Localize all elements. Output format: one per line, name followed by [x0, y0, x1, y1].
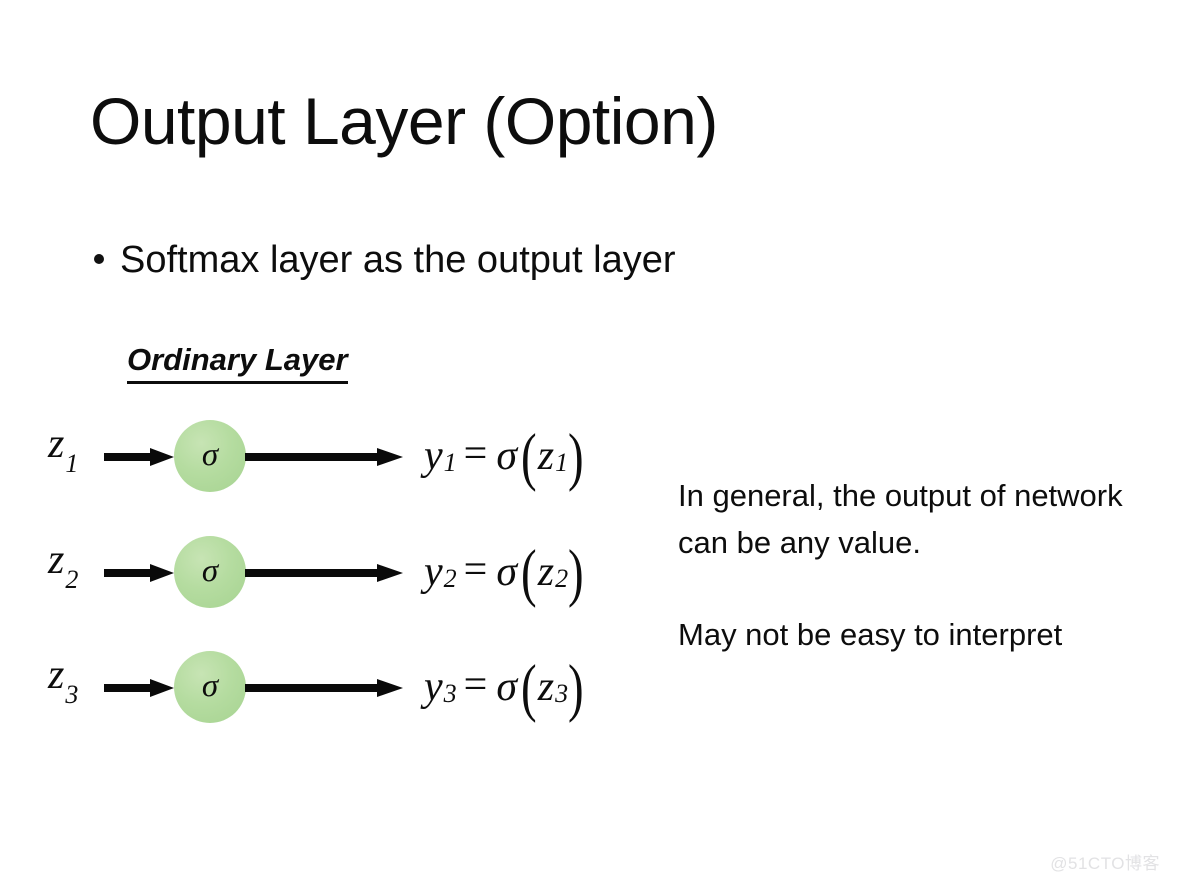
output-subscript: 1	[443, 447, 457, 477]
bullet-item-label: Softmax layer as the output layer	[120, 239, 676, 281]
equals-sign: =	[463, 431, 488, 477]
bullet-item: Softmax layer as the output layer	[94, 239, 676, 282]
neuron-node: σ	[174, 651, 246, 723]
arrow-shaft	[104, 569, 152, 577]
bullet-dot-icon	[94, 254, 104, 264]
output-subscript: 2	[443, 563, 457, 593]
output-base: y	[424, 433, 443, 479]
arrow-head	[150, 564, 174, 582]
arrow-shaft	[104, 453, 152, 461]
input-label-subscript: 3	[65, 680, 79, 710]
output-base: y	[424, 664, 443, 710]
function-symbol: σ	[496, 664, 518, 710]
arrow-right-icon	[104, 448, 174, 466]
note-paragraph-interpretability: May not be easy to interpret	[678, 617, 1063, 653]
arrow-right-icon	[245, 448, 403, 466]
note-paragraph-general-output: In general, the output of network can be…	[678, 478, 1123, 561]
input-label: z3	[48, 654, 108, 718]
arrow-head	[150, 448, 174, 466]
paren-right: )	[568, 537, 584, 610]
equals-sign: =	[463, 662, 488, 708]
output-base: y	[424, 549, 443, 595]
input-label-base: z	[48, 421, 65, 467]
equals-sign: =	[463, 547, 488, 593]
input-label-subscript: 1	[65, 449, 79, 479]
neuron-activation-label: σ	[201, 552, 219, 589]
argument-base: z	[537, 433, 555, 479]
arrow-right-icon	[245, 564, 403, 582]
argument-subscript: 3	[555, 678, 569, 708]
arrow-head	[377, 679, 403, 697]
arrow-head	[150, 679, 174, 697]
argument-subscript: 2	[555, 563, 569, 593]
function-symbol: σ	[496, 433, 518, 479]
input-label-base: z	[48, 652, 65, 698]
output-subscript: 3	[443, 678, 457, 708]
paren-left: (	[521, 652, 537, 725]
arrow-shaft	[245, 569, 379, 577]
neuron-activation-label: σ	[201, 436, 219, 473]
section-heading-ordinary-layer: Ordinary Layer	[127, 344, 348, 384]
arrow-shaft	[104, 684, 152, 692]
function-symbol: σ	[496, 549, 518, 595]
neuron-activation-label: σ	[201, 667, 219, 704]
input-label: z2	[48, 539, 108, 603]
input-label-base: z	[48, 537, 65, 583]
watermark-label: @51CTO博客	[1050, 854, 1160, 873]
arrow-shaft	[245, 453, 379, 461]
paren-right: )	[568, 421, 584, 494]
paren-right: )	[568, 652, 584, 725]
paren-left: (	[521, 537, 537, 610]
notes-block: In general, the output of network can be…	[678, 472, 1158, 658]
neuron-node: σ	[174, 536, 246, 608]
page-title: Output Layer (Option)	[90, 84, 718, 158]
input-label: z1	[48, 423, 108, 487]
neuron-node: σ	[174, 420, 246, 492]
arrow-right-icon	[104, 679, 174, 697]
input-label-subscript: 2	[65, 565, 79, 595]
argument-base: z	[537, 664, 555, 710]
argument-subscript: 1	[555, 447, 569, 477]
arrow-head	[377, 448, 403, 466]
arrow-head	[377, 564, 403, 582]
arrow-right-icon	[245, 679, 403, 697]
arrow-shaft	[245, 684, 379, 692]
paren-left: (	[521, 421, 537, 494]
arrow-right-icon	[104, 564, 174, 582]
argument-base: z	[537, 549, 555, 595]
